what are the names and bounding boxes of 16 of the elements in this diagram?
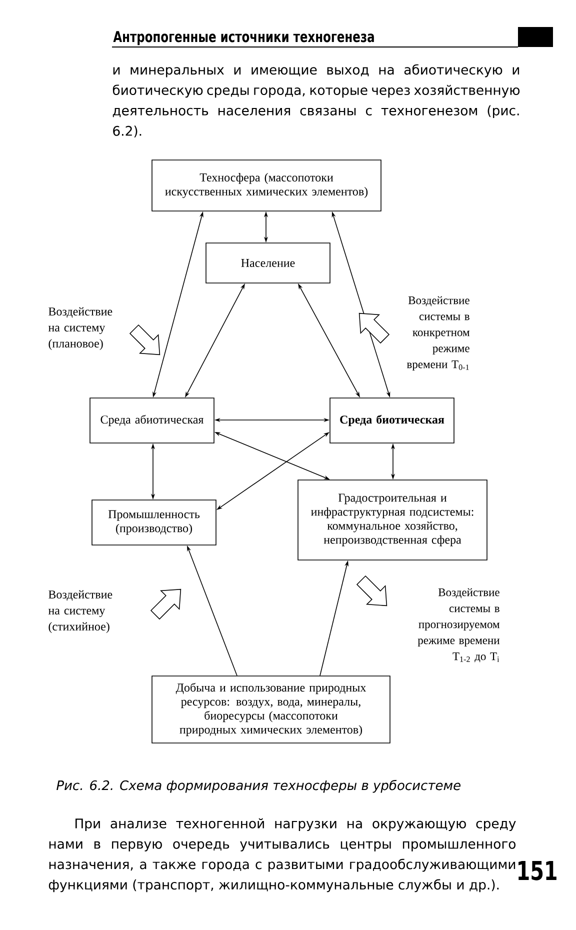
process-box: Техносфера (массопотоки искусственных химических элементов) (152, 160, 382, 212)
process-box: Градостроительная и инфраструктурная подсистемы: коммунальное хозяйство, непроизводственная сфера (298, 480, 488, 560)
side-note: Воздействие на систему (плановое) (48, 307, 112, 350)
side-note: Воздействие системы в конкретном режиме времени T$_{0-1}$ (406, 296, 470, 371)
process-box: Среда биотическая (330, 398, 454, 444)
process-box: Население (206, 242, 330, 284)
side-note: Воздействие на систему (стихийное) (48, 590, 112, 633)
side-note: Воздействие системы в прогнозируемом режиме времени T$_{1-2}$ до T$_{i}$ (418, 588, 500, 662)
body-paragraph: При анализе техногенной нагрузки на окружающую среду нами в первую очередь учитывались центры промышленного назначения, а также города с развитыми градообслуживающими функциями (транспорт, жилищно-коммунальные службы и др.). (48, 818, 516, 892)
figure-caption: Рис. 6.2. Схема формирования техносферы в урбосистеме (56, 780, 460, 793)
process-box: Добыча и использование природных ресурсов: воздух, вода, минералы, биоресурсы (массопотоки природных химических элементов) (152, 676, 390, 744)
process-box: Промышленность (производство) (92, 500, 216, 546)
process-box: Среда абиотическая (90, 398, 214, 444)
page-number: 151 (518, 861, 556, 880)
running-head: Антропогенные источники техногенеза (113, 31, 374, 46)
body-paragraph: и минеральных и имеющие выход на абиотическую и биотическую среды города, которые через хозяйственную деятельность населения связаны с техногенезом (рис. 6.2). (112, 64, 520, 138)
